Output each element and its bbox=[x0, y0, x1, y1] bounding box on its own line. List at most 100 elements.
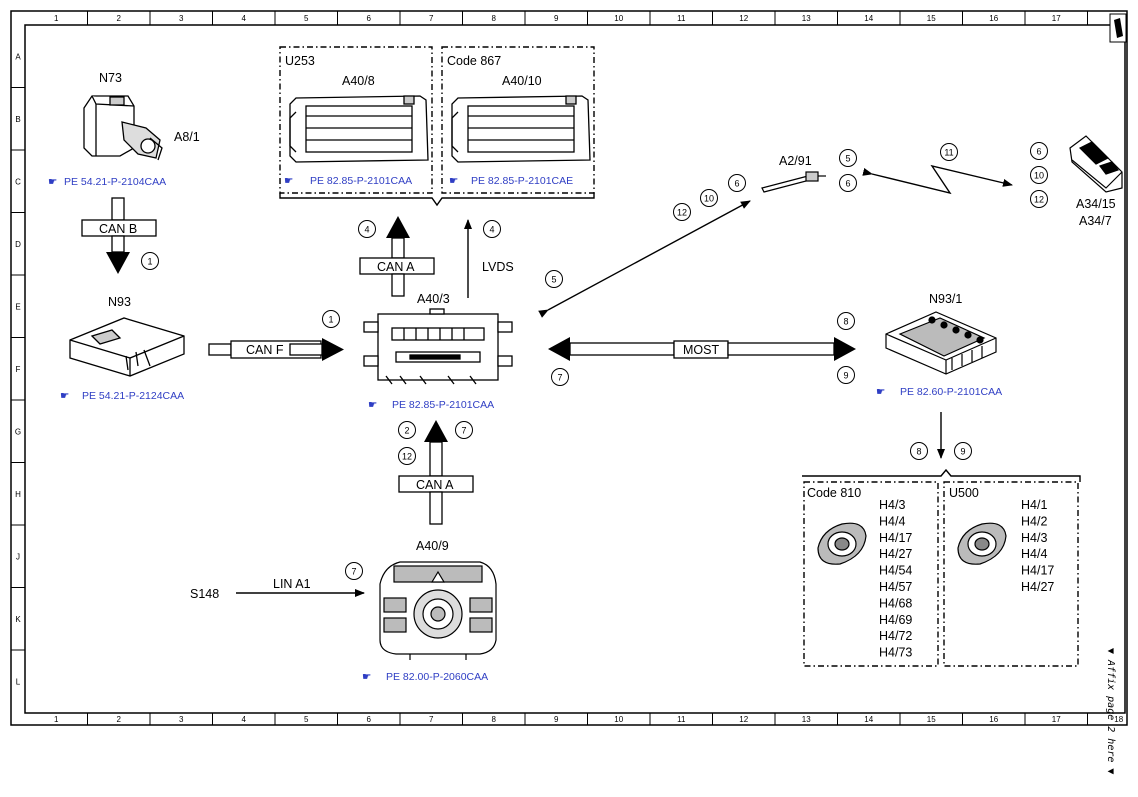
ref-text: PE 82.60-P-2101CAA bbox=[900, 386, 1002, 398]
reference-icon: ☛ bbox=[362, 671, 371, 683]
ref-text: PE 54.21-P-2124CAA bbox=[82, 390, 184, 402]
circle-can-f-1: 1 bbox=[328, 315, 333, 325]
circle-link-10: 10 bbox=[704, 194, 714, 204]
speaker-item: H4/73 bbox=[879, 646, 912, 660]
side-note: ▼ Affix page 2 here ▼ bbox=[1105, 648, 1116, 774]
label-a2-91: A2/91 bbox=[779, 154, 812, 168]
grid-col-label: 3 bbox=[179, 715, 184, 724]
label-u500: U500 bbox=[949, 486, 979, 500]
display-a40-8-icon bbox=[289, 95, 429, 163]
circle-n93-1-9: 9 bbox=[960, 447, 965, 457]
label-a40-3: A40/3 bbox=[417, 292, 450, 306]
reference-icon: ☛ bbox=[60, 390, 69, 402]
label-n93-1: N93/1 bbox=[929, 292, 962, 306]
bus-label-can-a-bottom: CAN A bbox=[416, 478, 454, 492]
ref-pe-82-00-p-2060caa[interactable]: ☛ PE 82.00-P-2060CAA bbox=[362, 671, 488, 683]
ref-pe-82-85-p-2101caa-u253[interactable]: ☛ PE 82.85-P-2101CAA bbox=[284, 175, 412, 187]
grid-col-label: 4 bbox=[242, 715, 247, 724]
grid-col-label: 13 bbox=[802, 715, 811, 724]
speaker-item: H4/1 bbox=[1021, 498, 1047, 512]
label-code-810: Code 810 bbox=[807, 486, 861, 500]
ignition-switch-icon bbox=[83, 95, 163, 161]
speaker-u500-icon bbox=[957, 522, 1007, 565]
grid-col-label: 13 bbox=[802, 14, 811, 23]
label-n93: N93 bbox=[108, 295, 131, 309]
grid-row-label: G bbox=[15, 427, 21, 436]
bus-can-f: CAN F bbox=[208, 338, 344, 361]
label-a8-1: A8/1 bbox=[174, 130, 200, 144]
circle-a34-6: 6 bbox=[1036, 147, 1041, 157]
grid-row-label: E bbox=[15, 302, 20, 311]
grid-row-label: C bbox=[15, 177, 21, 186]
grid-row-label: L bbox=[16, 677, 21, 686]
grid-row-label: K bbox=[15, 615, 21, 624]
ref-pe-82-60-p-2101caa[interactable]: ☛ PE 82.60-P-2101CAA bbox=[876, 386, 1002, 398]
circle-n93-1-8: 8 bbox=[916, 447, 921, 457]
speaker-item: H4/4 bbox=[879, 514, 905, 528]
grid-row-label: D bbox=[15, 240, 21, 249]
grid-col-label: 2 bbox=[117, 14, 122, 23]
grid-col-label: 15 bbox=[927, 14, 936, 23]
circle-can-a-2: 2 bbox=[404, 426, 409, 436]
bus-label-can-a-top: CAN A bbox=[377, 260, 415, 274]
grid-col-label: 1 bbox=[54, 14, 59, 23]
bus-label-most: MOST bbox=[683, 343, 719, 357]
grid-col-label: 7 bbox=[429, 715, 434, 724]
reference-icon: ☛ bbox=[284, 175, 293, 187]
grid-col-label: 12 bbox=[739, 14, 748, 23]
label-s148: S148 bbox=[190, 587, 219, 601]
circle-can-a-top-4: 4 bbox=[364, 225, 369, 235]
grid-col-label: 16 bbox=[989, 715, 998, 724]
ref-text: PE 82.00-P-2060CAA bbox=[386, 671, 488, 683]
ref-text: PE 54.21-P-2104CAA bbox=[64, 176, 166, 188]
speaker-item: H4/17 bbox=[879, 531, 912, 545]
bus-label-lin-a1: LIN A1 bbox=[273, 577, 311, 591]
grid-col-label: 11 bbox=[677, 14, 686, 23]
grid-row-label: A bbox=[15, 52, 21, 61]
grid-col-label: 10 bbox=[614, 14, 623, 23]
ref-pe-54-21-p-2104caa[interactable]: ☛ PE 54.21-P-2104CAA bbox=[48, 176, 166, 188]
grid-col-label: 14 bbox=[864, 14, 873, 23]
grid-col-label: 17 bbox=[1052, 715, 1061, 724]
corner-mark-icon bbox=[1114, 18, 1123, 38]
label-n73: N73 bbox=[99, 71, 122, 85]
circle-can-b-1: 1 bbox=[147, 257, 152, 267]
grid-col-label: 4 bbox=[242, 14, 247, 23]
amplifier-n93-1-icon bbox=[885, 311, 997, 375]
speaker-item: H4/27 bbox=[1021, 580, 1054, 594]
bus-can-a-top: CAN A bbox=[359, 216, 435, 297]
antenna-a2-91-icon bbox=[761, 171, 826, 193]
ref-pe-82-85-p-2101cae[interactable]: ☛ PE 82.85-P-2101CAE bbox=[449, 175, 573, 187]
speaker-item: H4/68 bbox=[879, 596, 912, 610]
label-code-867: Code 867 bbox=[447, 54, 501, 68]
grid-col-label: 8 bbox=[492, 14, 497, 23]
label-a34-7: A34/7 bbox=[1079, 214, 1112, 228]
circle-can-a-7: 7 bbox=[461, 426, 466, 436]
circle-lvds-4: 4 bbox=[489, 225, 494, 235]
grid-col-label: 9 bbox=[554, 715, 559, 724]
grid-col-label: 17 bbox=[1052, 14, 1061, 23]
remote-control-icon bbox=[1069, 135, 1123, 193]
grid-col-label: 6 bbox=[367, 14, 372, 23]
circle-a2-91-6: 6 bbox=[845, 179, 850, 189]
control-panel-a40-9-icon bbox=[379, 561, 497, 660]
circle-a34-10: 10 bbox=[1034, 171, 1044, 181]
circle-most-7: 7 bbox=[557, 373, 562, 383]
speaker-item: H4/54 bbox=[879, 564, 912, 578]
circle-most-9: 9 bbox=[843, 371, 848, 381]
ref-pe-54-21-p-2124caa[interactable]: ☛ PE 54.21-P-2124CAA bbox=[60, 390, 184, 402]
ref-pe-82-85-p-2101caa-a40-3[interactable]: ☛ PE 82.85-P-2101CAA bbox=[368, 399, 494, 411]
circle-link-5: 5 bbox=[551, 275, 556, 285]
speaker-item: H4/69 bbox=[879, 613, 912, 627]
control-unit-n93-icon bbox=[69, 317, 185, 377]
speaker-item: H4/57 bbox=[879, 580, 912, 594]
reference-icon: ☛ bbox=[449, 175, 458, 187]
ref-text: PE 82.85-P-2101CAA bbox=[392, 399, 494, 411]
ref-text: PE 82.85-P-2101CAA bbox=[310, 175, 412, 187]
grid-col-label: 11 bbox=[677, 715, 686, 724]
grid-col-label: 2 bbox=[117, 715, 122, 724]
